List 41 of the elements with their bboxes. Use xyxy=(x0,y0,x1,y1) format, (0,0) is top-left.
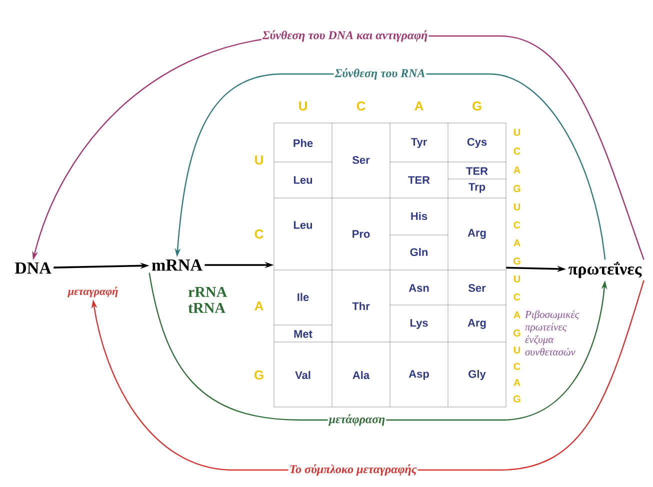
amino-acid-label: Trp xyxy=(468,183,486,193)
amino-acid-label: His xyxy=(411,212,428,220)
process-label: μεταγραφή xyxy=(67,286,118,298)
protein-note: Ριβοσωμικές πρωτείνες ένζυμα συνθετασών xyxy=(524,310,580,356)
amino-acid-label: Val xyxy=(295,370,310,380)
base-letter: A xyxy=(414,102,424,110)
amino-acid-label: Ser xyxy=(352,156,370,164)
term-label: mRNA xyxy=(152,259,202,271)
amino-acid-label: Asn xyxy=(408,284,429,292)
amino-acid-label: Tyr xyxy=(410,138,427,148)
base-letter: U xyxy=(299,101,307,111)
rna-label: rRNA tRNA xyxy=(188,286,228,313)
amino-acid-label: Leu xyxy=(294,221,312,229)
amino-acid-label: Met xyxy=(294,330,312,338)
amino-acid-label: Asp xyxy=(408,370,429,380)
amino-acid-label: Ile xyxy=(298,292,309,302)
amino-acid-label: Leu xyxy=(294,176,312,184)
amino-acid-label: Arg xyxy=(468,229,486,239)
amino-acid-label: Gly xyxy=(468,370,486,380)
amino-acid-label: Gln xyxy=(410,248,428,256)
term-label: DNA xyxy=(14,262,52,274)
amino-acid-label: Ser xyxy=(468,284,486,292)
amino-acid-label: Cys xyxy=(467,138,487,148)
edge-label: Σύνθεση του RNA xyxy=(334,67,426,81)
base-letter: G xyxy=(514,257,520,265)
amino-acid-label: Arg xyxy=(468,319,486,329)
base-letter: G xyxy=(472,101,482,111)
edge-label: Σύνθεση του DNA και αντιγραφή xyxy=(261,29,429,43)
amino-acid-label: TER xyxy=(466,167,488,175)
base-letter: U xyxy=(514,276,520,282)
amino-acid-label: Lys xyxy=(410,319,428,329)
codon-table xyxy=(274,122,506,408)
amino-acid-label: Thr xyxy=(352,302,370,310)
edge-label: Το σύμπλοκο μεταγραφής xyxy=(288,463,418,477)
amino-acid-label: Ala xyxy=(352,370,370,380)
base-letter: C xyxy=(356,101,366,111)
amino-acid-label: TER xyxy=(408,176,430,184)
amino-acid-label: Pro xyxy=(352,230,370,238)
term-label: πρωτεΐνες xyxy=(568,262,642,278)
amino-acid-label: Phe xyxy=(294,138,313,148)
edge-label: μετάφραση xyxy=(328,413,386,427)
